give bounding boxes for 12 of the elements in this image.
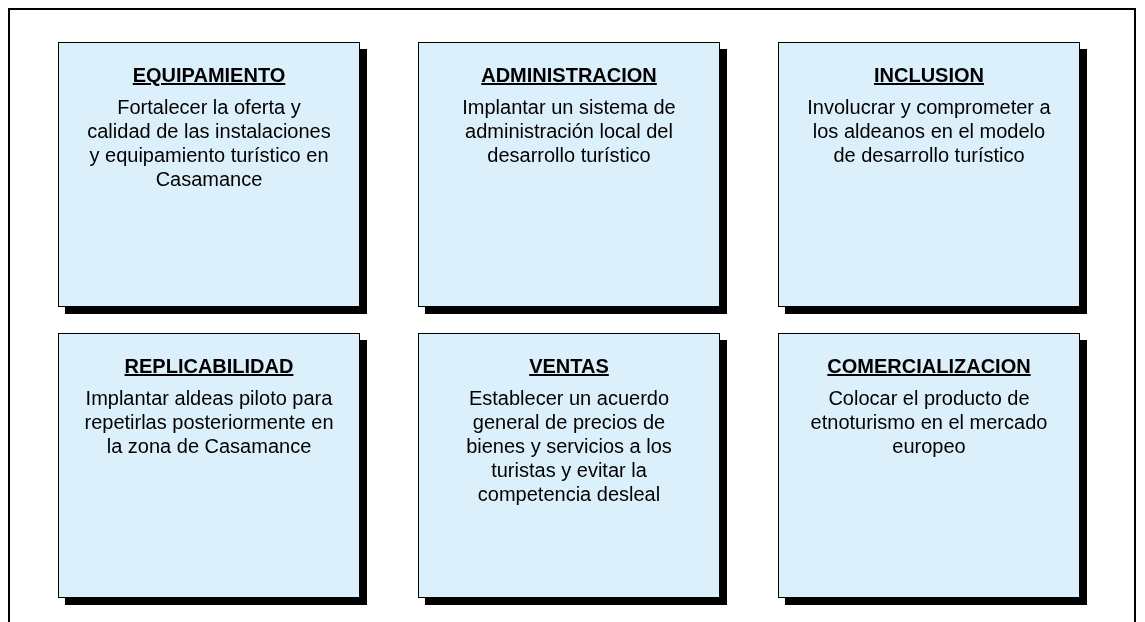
- card-heading: EQUIPAMIENTO: [132, 63, 286, 87]
- card-heading: INCLUSION: [874, 63, 984, 87]
- card-heading: ADMINISTRACION: [481, 63, 657, 87]
- card-description: Fortalecer la oferta y calidad de las instalaciones y equipamiento turístico en Casamance: [86, 95, 332, 191]
- card-description: Implantar un sistema de administración local del desarrollo turístico: [461, 95, 677, 167]
- card-heading: REPLICABILIDAD: [124, 354, 294, 378]
- card-heading: VENTAS: [529, 354, 609, 378]
- card-description: Establecer un acuerdo general de precios de bienes y servicios a los turistas y evitar la competencia desleal: [465, 386, 673, 506]
- card-description: Implantar aldeas piloto para repetirlas posteriormente en la zona de Casamance: [84, 386, 334, 458]
- card-description: Involucrar y comprometer a los aldeanos en el modelo de desarrollo turístico: [806, 95, 1052, 167]
- card-description: Colocar el producto de etnoturismo en el mercado europeo: [809, 386, 1049, 458]
- card-heading: COMERCIALIZACION: [827, 354, 1031, 378]
